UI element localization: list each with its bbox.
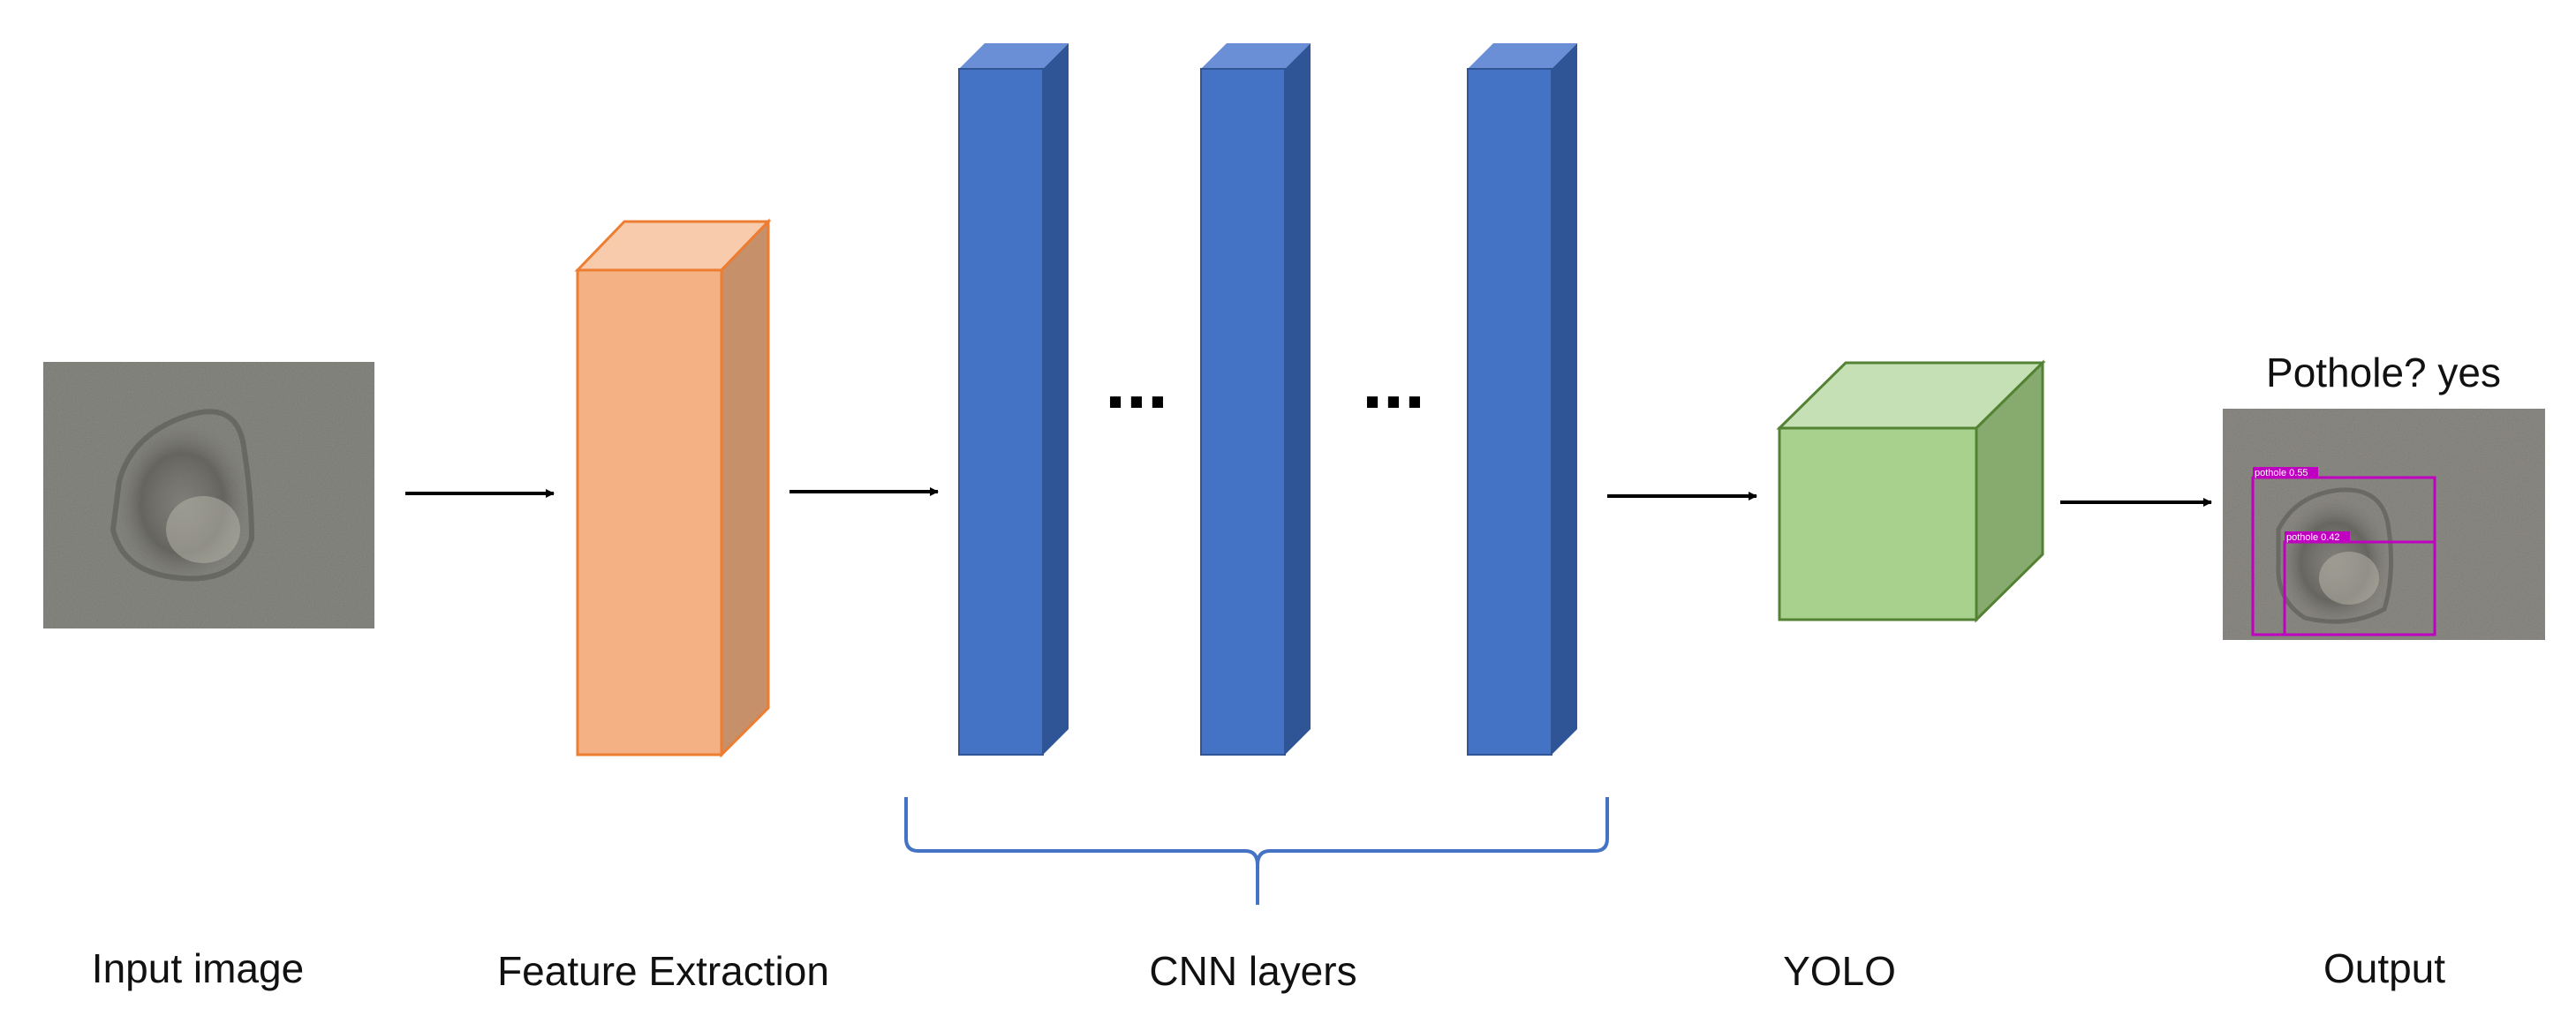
feature-extraction-label: Feature Extraction <box>497 948 829 994</box>
yolo-block <box>1776 359 2046 623</box>
yolo-label: YOLO <box>1783 948 1896 994</box>
input-image <box>43 362 374 628</box>
feature-extraction-block <box>574 218 772 758</box>
ellipsis-1: ... <box>1105 340 1168 425</box>
cnn-layer-1 <box>958 43 1069 756</box>
feature-block-front <box>576 268 723 756</box>
cnn-brace <box>904 797 1609 905</box>
detection-label-1: pothole 0.55 <box>2255 468 2308 478</box>
ellipsis-2: ... <box>1362 340 1425 425</box>
output-title: Pothole? yes <box>2266 350 2501 395</box>
output-image: pothole 0.55 pothole 0.42 <box>2223 409 2545 640</box>
detection-label-2: pothole 0.42 <box>2286 532 2340 543</box>
detection-box-2 <box>2283 540 2436 636</box>
cnn-layers-label: CNN layers <box>1149 948 1357 994</box>
yolo-block-front <box>1778 426 1978 621</box>
cnn-layer-2 <box>1200 43 1311 756</box>
input-image-label: Input image <box>91 945 305 991</box>
cnn-layer-3 <box>1467 43 1577 756</box>
feature-block-side <box>720 218 770 758</box>
output-label: Output <box>2323 945 2446 991</box>
